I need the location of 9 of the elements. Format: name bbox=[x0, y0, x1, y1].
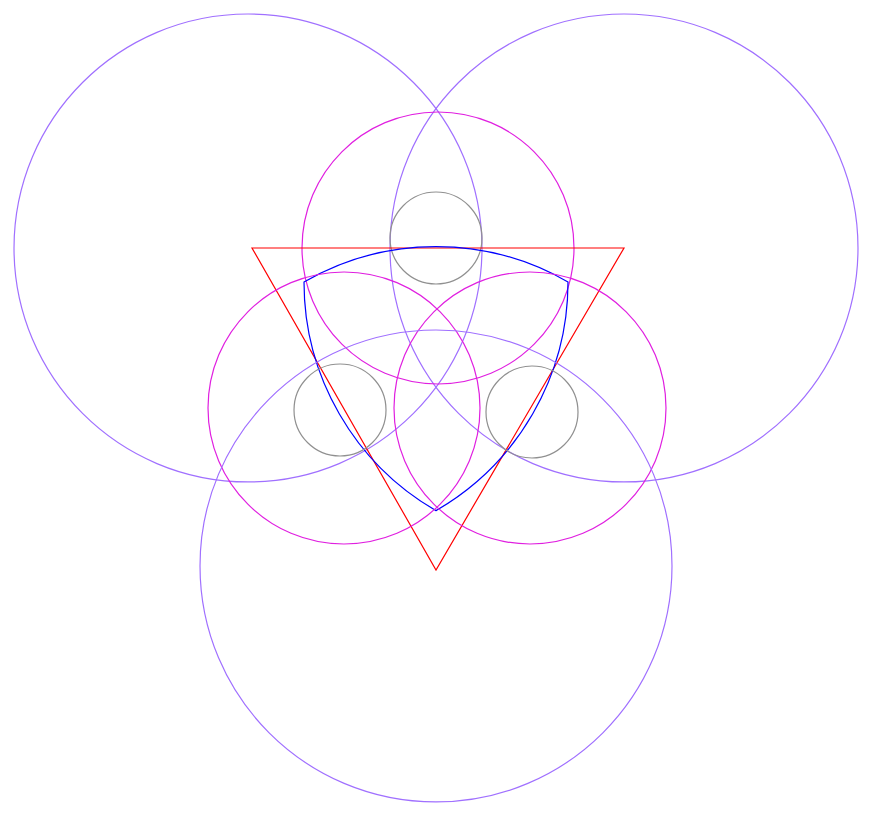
circle-outline bbox=[485, 365, 579, 459]
circle-outline bbox=[199, 329, 673, 803]
circle-outline bbox=[293, 363, 387, 457]
circle-outline bbox=[207, 271, 481, 545]
circle-outline bbox=[301, 111, 575, 385]
circle-outline bbox=[13, 13, 483, 483]
circle-outline bbox=[393, 271, 667, 545]
circle-outline bbox=[389, 191, 483, 285]
circle-outline bbox=[389, 13, 859, 483]
